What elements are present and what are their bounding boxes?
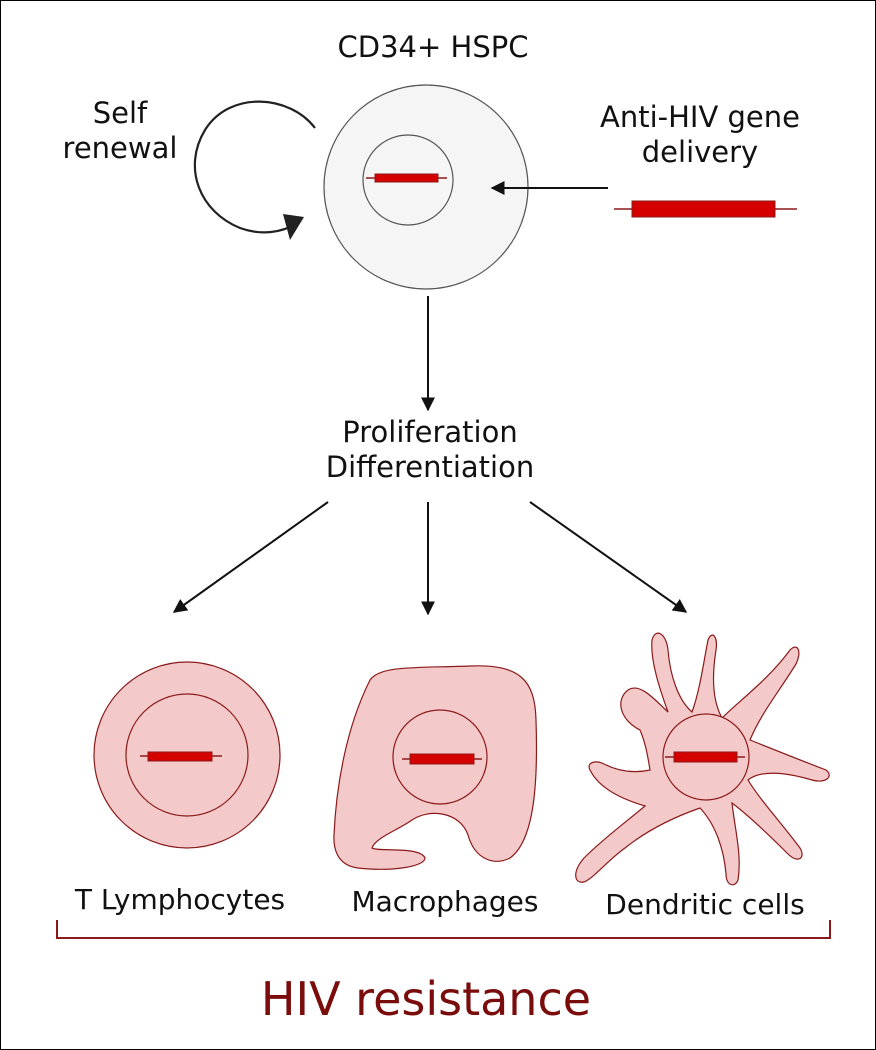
- anti-hiv-gene: [614, 200, 797, 218]
- dendritic-cells-label: Dendritic cells: [605, 888, 805, 921]
- process-line-proliferation: Proliferation: [342, 415, 518, 449]
- outcome-bracket: [56, 920, 831, 939]
- hspc-cell: [323, 84, 529, 290]
- macrophages-label: Macrophages: [351, 885, 539, 918]
- self-renewal-arrowhead: [283, 214, 304, 240]
- hspc-title: CD34+ HSPC: [337, 30, 529, 64]
- dendritic-cell: [575, 632, 830, 886]
- self-renewal-line-2: renewal: [62, 130, 178, 165]
- self-renewal-line-1: Self: [92, 96, 148, 130]
- hiv-resistance-label: HIV resistance: [260, 972, 592, 1026]
- process-line-differentiation: Differentiation: [325, 449, 535, 484]
- arrow-to-t-lymphocytes: [172, 501, 329, 613]
- gene-delivery-label: Anti-HIV gene delivery: [560, 100, 840, 170]
- process-label: Proliferation Differentiation: [230, 415, 630, 485]
- arrow-to-dendritic-cells: [529, 501, 688, 613]
- gene-delivery-line-1: Anti-HIV gene: [600, 100, 800, 134]
- t-lymphocytes-label: T Lymphocytes: [74, 883, 286, 916]
- t-lymphocyte-cell: [93, 661, 281, 849]
- macrophage-cell: [333, 665, 538, 870]
- gene-delivery-line-2: delivery: [641, 134, 759, 169]
- self-renewal-arrow: [193, 100, 316, 234]
- self-renewal-label: Self renewal: [40, 96, 200, 166]
